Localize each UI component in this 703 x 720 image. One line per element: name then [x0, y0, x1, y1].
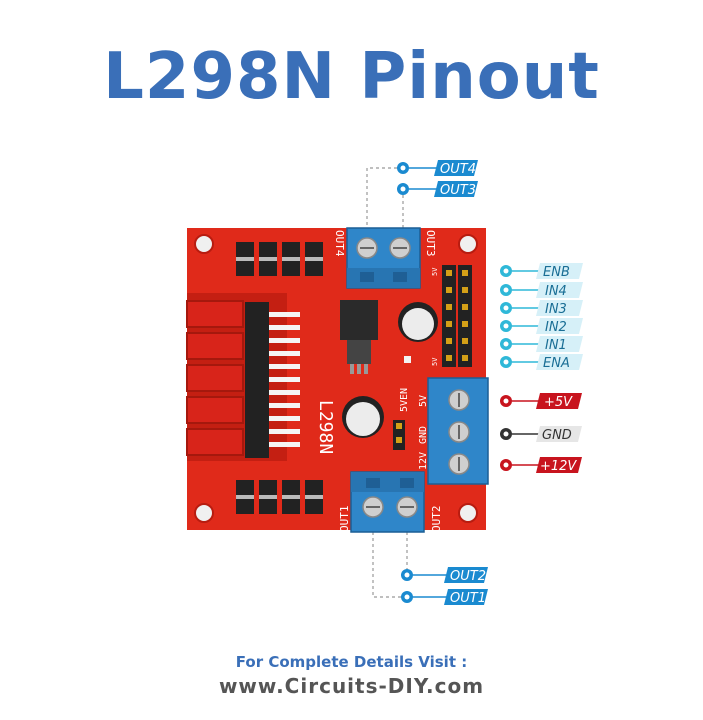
pin-callout-5v: +5V	[500, 393, 582, 410]
chip-marking: L298N	[315, 400, 336, 454]
silk-5ven: 5VEN	[399, 388, 410, 412]
silk-header-in2: IN2	[484, 319, 491, 330]
leader-lines	[366, 167, 408, 598]
capacitor	[342, 396, 384, 438]
l298n-board: L298N	[186, 227, 491, 533]
silk-gnd: GND	[418, 426, 429, 444]
voltage-regulator	[340, 300, 378, 374]
silk-header-in3: IN3	[484, 302, 491, 313]
pin-callout-in4: IN4	[500, 282, 583, 299]
pin-label-out1: OUT1	[450, 591, 486, 606]
mounting-hole	[194, 234, 214, 254]
silk-out2: OUT2	[430, 506, 443, 533]
capacitor	[398, 302, 438, 342]
pin-callout-out1: OUT1	[401, 589, 488, 606]
silk-out1: OUT1	[338, 506, 351, 533]
pin-label-gnd: GND	[542, 428, 572, 443]
pin-callout-enb: ENB	[500, 263, 583, 280]
footer-website-link[interactable]: www.Circuits-DIY.com	[218, 674, 485, 698]
silk-header-5v-top: 5V	[431, 267, 439, 276]
pin-callout-in3: IN3	[500, 300, 583, 317]
5ven-jumper	[393, 420, 405, 450]
pin-label-in2: IN2	[545, 320, 567, 335]
pin-callout-in2: IN2	[500, 318, 583, 335]
pin-callout-12v: +12V	[500, 457, 582, 474]
silk-header-enb: ENB	[484, 268, 491, 279]
pin-label-in1: IN1	[545, 338, 567, 353]
callouts-bottom: OUT2 OUT1	[401, 567, 488, 606]
pin-callout-out3: OUT3	[397, 181, 478, 198]
footer-caption: For Complete Details Visit :	[235, 653, 468, 671]
pin-label-out2: OUT2	[450, 569, 486, 584]
silk-5v: 5V	[418, 395, 429, 407]
mounting-hole	[194, 503, 214, 523]
silk-header-5v-bottom: 5V	[431, 357, 439, 366]
control-header	[442, 265, 472, 367]
pin-callout-out2: OUT2	[401, 567, 488, 584]
silk-header-in4: IN4	[484, 285, 491, 296]
silk-out4: OUT4	[333, 230, 346, 257]
pin-callout-out4: OUT4	[397, 160, 478, 177]
callouts-power: +5V GND +12V	[500, 393, 582, 474]
silk-12v: 12V	[418, 452, 429, 470]
pin-callout-ena: ENA	[500, 354, 583, 371]
l298n-chip	[245, 302, 314, 458]
pin-callout-in1: IN1	[500, 336, 583, 353]
terminal-power	[427, 377, 489, 485]
pin-label-enb: ENB	[543, 265, 570, 280]
terminal-out1-out2	[350, 471, 425, 533]
silk-header-in1: IN1	[484, 336, 491, 347]
silk-out3: OUT3	[424, 230, 437, 257]
pin-label-in3: IN3	[545, 302, 567, 317]
pin-label-in4: IN4	[545, 284, 567, 299]
callouts-right: ENB IN4 IN3 IN2 IN1	[500, 263, 583, 371]
pin-label-out3: OUT3	[440, 183, 476, 198]
mounting-hole	[458, 234, 478, 254]
pin-label-12v: +12V	[540, 459, 577, 474]
pin-callout-gnd: GND	[500, 426, 582, 443]
silk-header-ena: ENA	[484, 353, 491, 364]
page-title: L298N Pinout	[103, 40, 600, 114]
pin-label-5v: +5V	[544, 395, 573, 410]
callouts-top: OUT4 OUT3	[397, 160, 478, 198]
pin-label-out4: OUT4	[440, 162, 476, 177]
terminal-out3-out4	[346, 227, 421, 289]
mounting-hole	[458, 503, 478, 523]
pin-label-ena: ENA	[543, 356, 570, 371]
